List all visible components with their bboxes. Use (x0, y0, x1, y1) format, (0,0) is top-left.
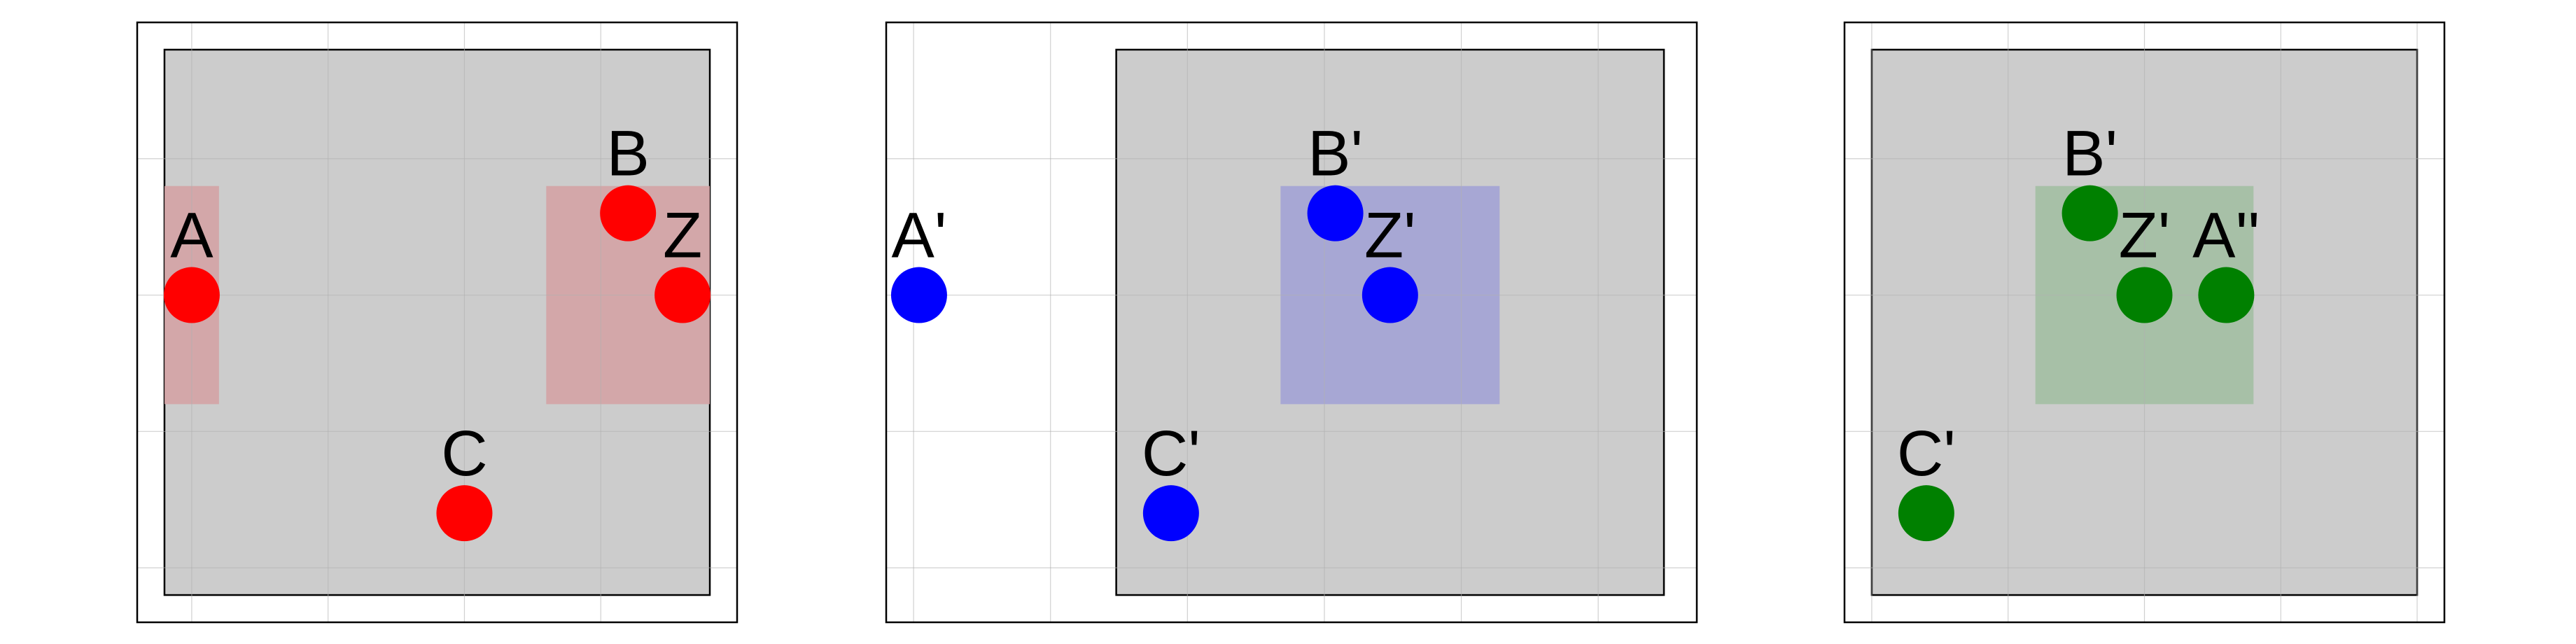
point-marker (2062, 185, 2118, 241)
point-marker (890, 267, 947, 323)
point-label: A (170, 200, 214, 272)
point-label: C' (1897, 418, 1956, 489)
point-label: B' (2062, 118, 2118, 190)
point-label: Z (663, 200, 702, 272)
point-marker (600, 185, 657, 241)
point-marker (1362, 267, 1418, 323)
point-marker (436, 485, 493, 542)
point-marker (163, 267, 220, 323)
panel-middle: A' B'Z' C' (885, 21, 1698, 624)
point-marker (1898, 485, 1954, 542)
panel-left: A BZ C (136, 21, 738, 624)
point-marker (2116, 267, 2173, 323)
point-marker (654, 267, 711, 323)
panel-frame (885, 21, 1698, 624)
point-label: C' (1142, 418, 1200, 489)
panel-frame (136, 21, 738, 624)
point-marker (1307, 185, 1364, 241)
point-marker (2198, 267, 2255, 323)
point-label: A'' (2192, 200, 2260, 272)
point-label: B' (1308, 118, 1363, 190)
point-label: Z' (1364, 200, 1416, 272)
point-label: C (441, 418, 487, 489)
panel-right: B'Z' A'' C' (1843, 21, 2446, 624)
panel-frame (1843, 21, 2446, 624)
point-label: A' (891, 200, 946, 272)
point-label: Z' (2119, 200, 2171, 272)
point-marker (1142, 485, 1199, 542)
point-label: B (606, 118, 649, 190)
